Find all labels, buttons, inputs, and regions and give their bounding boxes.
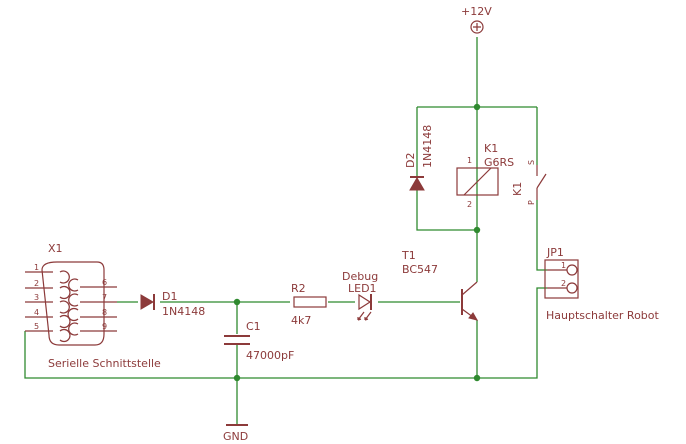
d2-value: 1N4148 xyxy=(421,125,434,168)
k1-pin-1: 1 xyxy=(467,156,472,165)
jp1-name: JP1 xyxy=(546,246,564,259)
wire-switch-to-jp1 xyxy=(536,200,547,271)
d1-value: 1N4148 xyxy=(162,305,205,318)
x1-pin-4: 4 xyxy=(34,308,39,317)
gnd-label: GND xyxy=(223,430,248,443)
wire-d2-loop xyxy=(416,107,477,231)
k1-switch-p: P xyxy=(527,200,536,205)
k1-switch-s: S xyxy=(527,160,536,165)
k1-value: G6RS xyxy=(484,156,514,169)
x1-value: Serielle Schnittstelle xyxy=(48,357,161,370)
x1-pin-9: 9 xyxy=(102,322,107,331)
c1-value: 47000pF xyxy=(246,349,294,362)
k1-switch-name: K1 xyxy=(511,182,524,196)
junctions xyxy=(233,103,481,382)
x1-pin-1: 1 xyxy=(34,263,39,272)
led1-name-b: LED1 xyxy=(348,282,377,295)
x1-pin-2: 2 xyxy=(34,279,39,288)
wire-ground-bus xyxy=(24,287,547,379)
r2-value: 4k7 xyxy=(291,314,311,327)
supply-symbol: +12V xyxy=(461,5,492,34)
x1-pin-8: 8 xyxy=(102,308,107,317)
t1-name: T1 xyxy=(401,249,416,262)
r2-resistor: R2 4k7 xyxy=(291,282,327,327)
k1-relay-coil: 1 2 K1 G6RS xyxy=(456,142,514,209)
k1-pin-2: 2 xyxy=(467,200,472,209)
jp1-pin-2: 2 xyxy=(561,279,566,288)
jp1-value: Hauptschalter Robot xyxy=(546,309,660,322)
x1-pin-3: 3 xyxy=(34,293,39,302)
d1-diode: D1 1N4148 xyxy=(140,290,205,318)
x1-name: X1 xyxy=(48,242,63,255)
x1-housing xyxy=(41,261,105,346)
t1-transistor: T1 BC547 xyxy=(401,249,479,321)
gnd-symbol: GND xyxy=(223,424,248,443)
k1-name: K1 xyxy=(484,142,498,155)
x1-connector: 1 2 3 4 5 6 7 8 9 X1 Serielle Schnittste… xyxy=(25,242,161,370)
led1: Debug LED1 xyxy=(342,270,378,321)
supply-label: +12V xyxy=(461,5,492,18)
r2-name: R2 xyxy=(291,282,306,295)
d2-name: D2 xyxy=(404,153,417,168)
jp1-pin-1: 1 xyxy=(561,261,566,270)
wires xyxy=(24,37,547,425)
jp1-jumper: 1 2 JP1 Hauptschalter Robot xyxy=(544,246,660,322)
d2-diode: D2 1N4148 xyxy=(404,125,434,191)
k1-switch: S P K1 xyxy=(511,160,547,205)
c1-name: C1 xyxy=(246,320,261,333)
led1-name-a: Debug xyxy=(342,270,378,283)
x1-pin-6: 6 xyxy=(102,278,107,287)
x1-pin-5: 5 xyxy=(34,322,39,331)
d1-name: D1 xyxy=(162,290,177,303)
x1-pin-7: 7 xyxy=(102,293,107,302)
t1-value: BC547 xyxy=(402,263,438,276)
c1-capacitor: C1 47000pF xyxy=(224,320,294,362)
